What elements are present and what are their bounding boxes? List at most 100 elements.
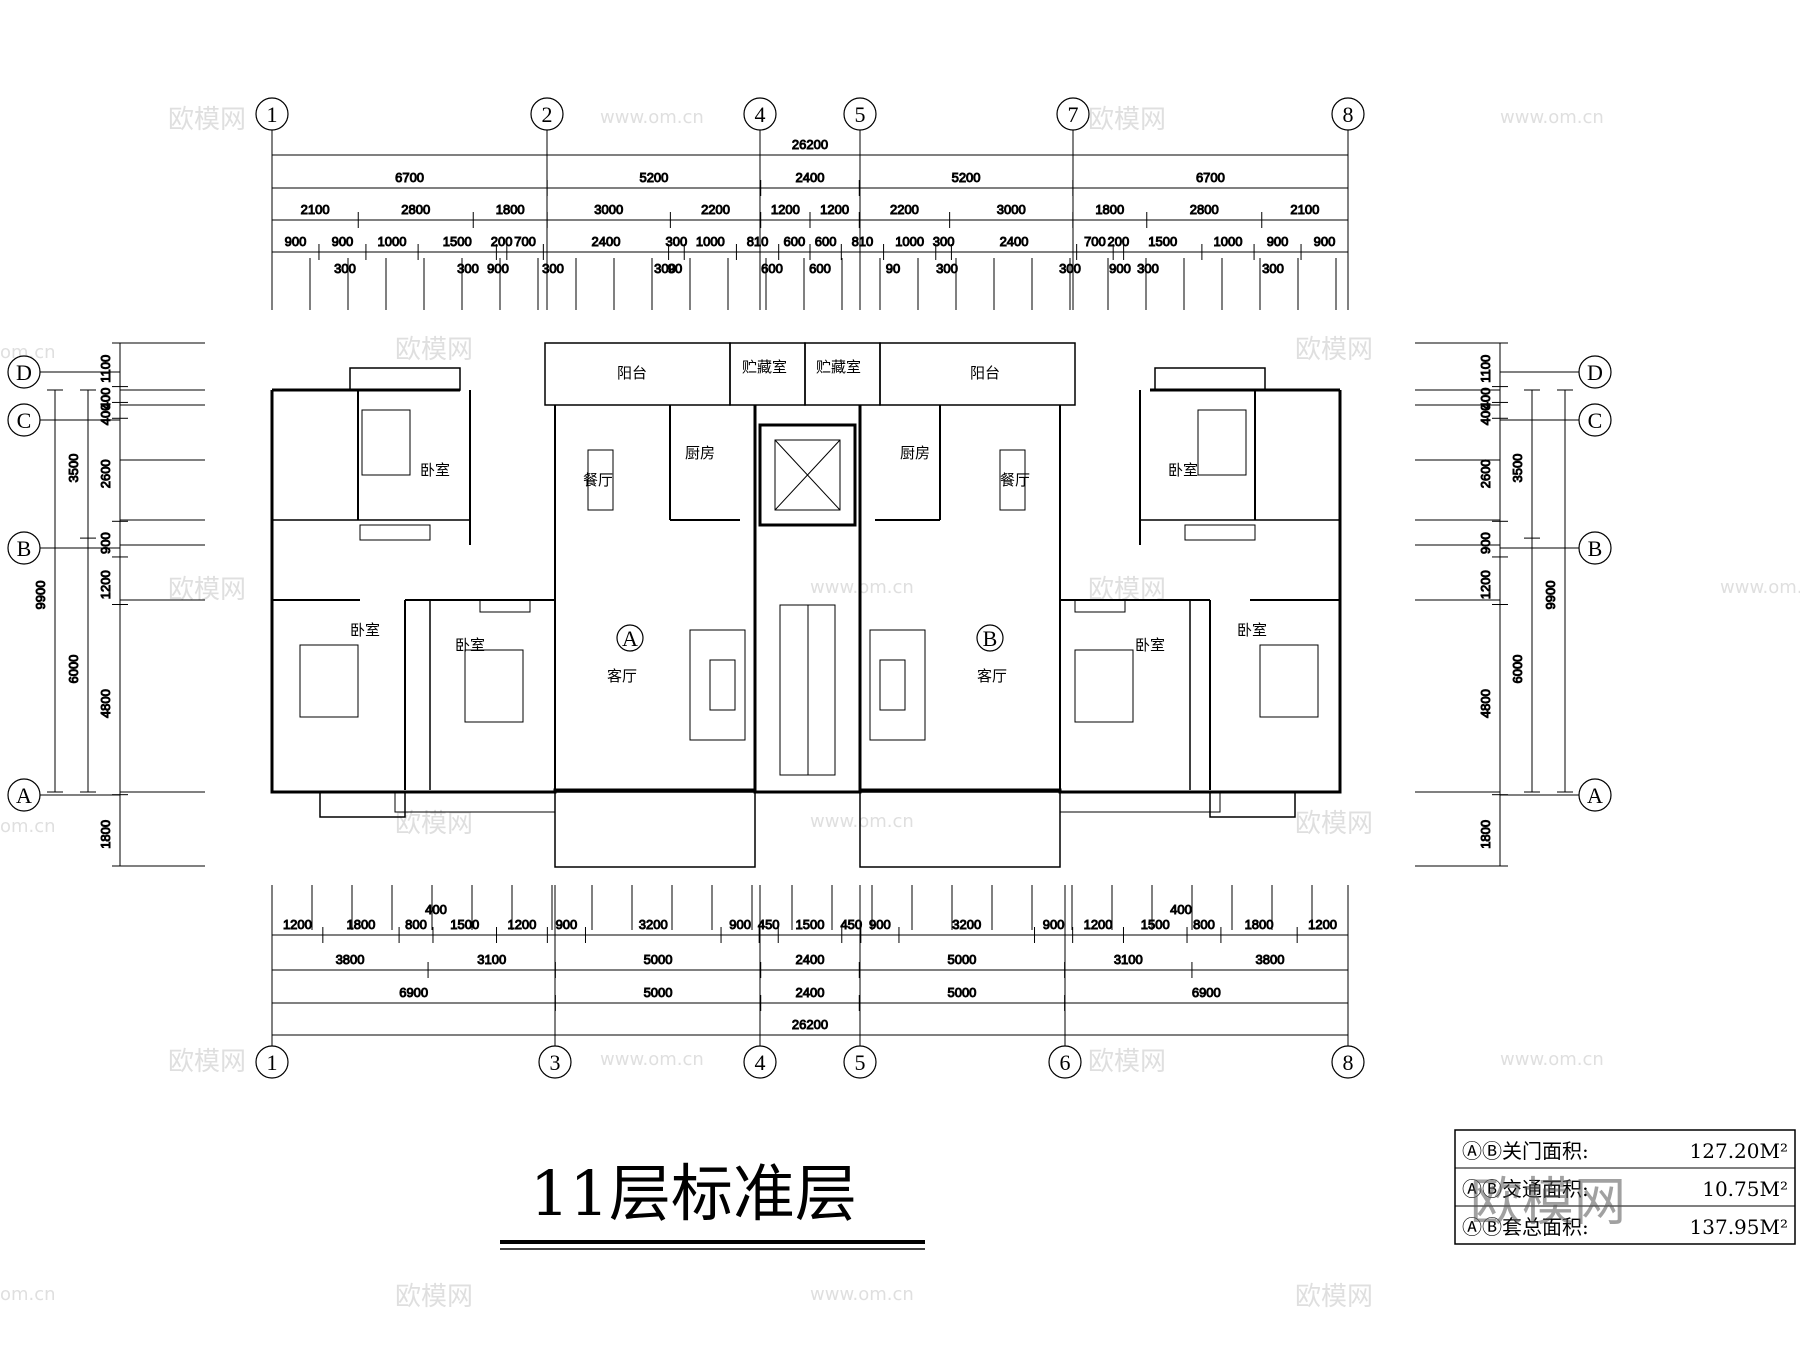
area-table-value-3: 137.95M²	[1690, 1215, 1788, 1239]
dim-left-inner-label: 900	[98, 532, 113, 554]
dim-left-inner-label: 4800	[98, 689, 113, 718]
axis-left-A-circle	[7, 778, 41, 812]
dim-top-row3-label: 810	[852, 234, 874, 249]
room-storage-a: 贮藏室	[742, 358, 787, 376]
dim-left-inner-label: 1200	[98, 570, 113, 599]
room-labels: 阳台 贮藏室 贮藏室 阳台 餐厅 厨房 厨房 餐厅 卧室 卧室 卧室 卧室 客厅…	[350, 358, 1267, 685]
area-table-label-3: ⒶⒷ套总面积:	[1462, 1215, 1589, 1239]
dim-bottom-row3-label: 450	[840, 917, 862, 932]
watermark-url: www.om.cn	[810, 577, 914, 598]
dim-top-row3-label: 600	[783, 234, 805, 249]
unit-label-b: B	[983, 626, 998, 651]
dim-left-inner-label: 1800	[98, 820, 113, 849]
axis-left-D-circle	[7, 355, 41, 389]
area-table-value-2: 10.75M²	[1702, 1177, 1788, 1201]
dim-top-row4-label: 600	[809, 261, 831, 276]
dim-bottom-row2-label: 3800	[1256, 952, 1285, 967]
dim-top-row4-label: 90	[886, 261, 900, 276]
dim-bottom-row3-label: 900	[729, 917, 751, 932]
dim-bottom-row2-label: 5000	[644, 952, 673, 967]
axis-right-B-circle	[1578, 531, 1612, 565]
dim-bottom-row3-label: 1500	[450, 917, 479, 932]
dim-bottom-row3-label: 450	[758, 917, 780, 932]
dim-top-row1-label: 2400	[796, 170, 825, 185]
dim-right-inner-label: 400	[1478, 404, 1493, 426]
dim-top-row3-label: 1000	[378, 234, 407, 249]
unit-label-a: A	[622, 626, 638, 651]
dim-top-total-label: 26200	[792, 137, 828, 152]
dim-right-inner-label: 400	[1478, 388, 1493, 410]
dim-bottom-row3-label: 900	[1043, 917, 1065, 932]
dim-bottom-row3-label: 1800	[346, 917, 375, 932]
dim-bottom-row3-label: 1800	[1245, 917, 1274, 932]
area-table-value-1: 127.20M²	[1690, 1139, 1788, 1163]
dim-top-row3-label: 1500	[1148, 234, 1177, 249]
dim-left-inner-label: 1100	[98, 355, 113, 383]
dim-bottom-row3-label: 1200	[1084, 917, 1113, 932]
dim-top-row2-label: 1800	[496, 202, 525, 217]
watermark-url-short: om.cn	[0, 342, 56, 363]
dim-right-inner-label: 1800	[1478, 820, 1493, 849]
dim-bottom-row3-label: 900	[556, 917, 578, 932]
dim-top-row1-label: 5200	[639, 170, 668, 185]
axis-top-4-label: 4	[755, 102, 766, 127]
dim-top-row2-label: 2200	[890, 202, 919, 217]
dim-top-row2-label: 2800	[1190, 202, 1219, 217]
dim-top-row1-label: 5200	[952, 170, 981, 185]
watermark-url: www.om.cn	[600, 107, 704, 128]
dim-left-outer-label: 6000	[66, 655, 81, 684]
dim-top-row4-label: 900	[487, 261, 509, 276]
dim-top-row3-label: 2400	[592, 234, 621, 249]
room-dining-b: 餐厅	[1000, 471, 1030, 489]
watermark-url: www.om.cn	[1500, 1049, 1604, 1070]
watermark-logo: 欧模网	[1088, 1047, 1166, 1077]
axis-right-C-circle	[1578, 403, 1612, 437]
room-kitchen-a: 厨房	[685, 444, 715, 462]
axis-right-D-circle	[1578, 355, 1612, 389]
dim-top-row2-label: 2800	[401, 202, 430, 217]
axis-bottom-1-circle	[255, 1045, 289, 1079]
dim-bottom-row1-label: 6900	[1192, 985, 1221, 1000]
dim-top-row3-label: 300	[666, 234, 688, 249]
dim-top-row2-label: 3000	[997, 202, 1026, 217]
dim-top-row3-label: 700	[1084, 234, 1106, 249]
dim-bottom-extra-label: 400	[1170, 902, 1192, 917]
axis-right-D-label: D	[1587, 360, 1603, 385]
axis-top-4-circle	[743, 97, 777, 131]
axis-top-7-label: 7	[1068, 102, 1079, 127]
watermark-logo: 欧模网	[1295, 809, 1373, 839]
axis-top-1-circle	[255, 97, 289, 131]
dim-left-total-label: 9900	[33, 581, 48, 610]
dim-top-row2-label: 1800	[1095, 202, 1124, 217]
dim-top-row2-label: 2100	[1290, 202, 1319, 217]
axis-right-B-label: B	[1588, 536, 1603, 561]
dim-top-row3-label: 810	[747, 234, 769, 249]
watermark-logo: 欧模网	[168, 105, 246, 135]
axis-bottom-3-circle	[538, 1045, 572, 1079]
page-title: 11层标准层	[530, 1157, 857, 1230]
watermark-logo: 欧模网	[1295, 1282, 1373, 1312]
axis-bottom-5-label: 5	[855, 1050, 866, 1075]
dim-right-inner-label: 1200	[1478, 570, 1493, 599]
dim-top-row3-label: 300	[933, 234, 955, 249]
dim-top-row3-label: 900	[332, 234, 354, 249]
dim-right-inner-label: 900	[1478, 532, 1493, 554]
room-living-a: 客厅	[607, 667, 637, 685]
dim-bottom-row2-label: 3100	[1114, 952, 1143, 967]
room-balcony-a: 阳台	[617, 364, 647, 382]
watermark-logo: 欧模网	[395, 809, 473, 839]
axis-top-2-circle	[530, 97, 564, 131]
dim-left-outer-label: 3500	[66, 454, 81, 483]
dim-left-inner-label: 2600	[98, 459, 113, 488]
watermark-url: www.om.cn	[810, 1284, 914, 1305]
dim-right-outer-label: 6000	[1510, 655, 1525, 684]
room-balcony-b: 阳台	[970, 364, 1000, 382]
room-living-b: 客厅	[977, 667, 1007, 685]
watermark-logo: 欧模网	[1088, 105, 1166, 135]
watermark-logo: 欧模网	[395, 1282, 473, 1312]
dim-top-row4-label: 300	[1262, 261, 1284, 276]
dim-top-row4-label: 900	[1109, 261, 1131, 276]
